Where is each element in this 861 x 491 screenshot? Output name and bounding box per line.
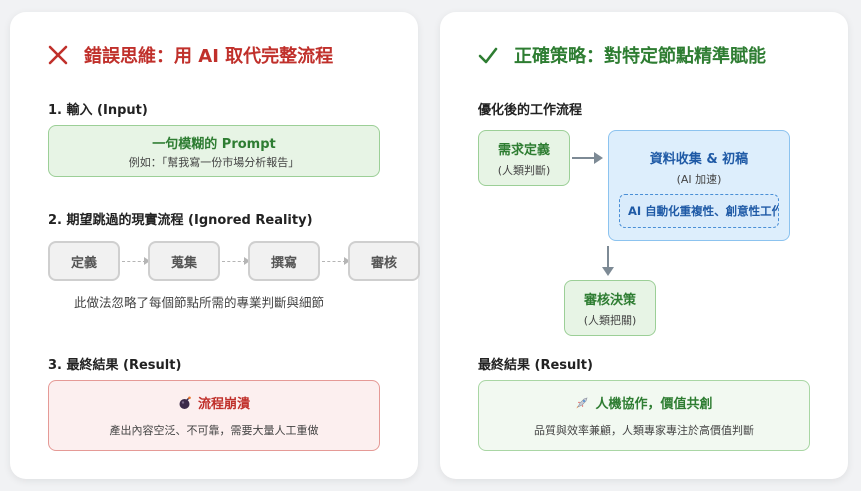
input-box: 一句模糊的 Prompt 例如：「幫我寫一份市場分析報告」	[48, 125, 380, 177]
node-requirement-subtitle: (人類判斷)	[497, 163, 551, 177]
step-write-label: 撰寫	[270, 255, 297, 271]
ai-automation-box: AI 自動化重複性、創意性工作	[619, 194, 779, 228]
correct-strategy-card: 正確策略：對特定節點精準賦能 優化後的工作流程 需求定義 (人類判斷) 資料收集…	[440, 12, 848, 479]
result-collab-subtitle: 品質與效率兼顧，人類專家專注於高價值判斷	[534, 424, 754, 437]
wrong-thinking-title: 錯誤思維：用 AI 取代完整流程	[84, 46, 334, 67]
node-review-title: 審核決策	[583, 292, 636, 308]
node-data-title: 資料收集 & 初稿	[649, 152, 749, 167]
bomb-icon	[179, 396, 191, 409]
node-review-subtitle: (人類把關)	[583, 313, 637, 327]
arrowhead	[344, 257, 350, 265]
result-section-label-right: 最終結果 (Result)	[478, 358, 593, 373]
check-icon	[478, 47, 498, 64]
node-requirement-title: 需求定義	[497, 142, 550, 158]
wrong-thinking-title-row: 錯誤思維：用 AI 取代完整流程	[48, 42, 333, 68]
input-subtitle: 例如：「幫我寫一份市場分析報告」	[128, 155, 300, 169]
step-collect: 蒐集	[148, 241, 220, 281]
result-section-label: 3. 最終結果 (Result)	[48, 358, 182, 373]
ai-automation-text: AI 自動化重複性、創意性工作	[628, 204, 779, 218]
result-collab-box: 人機協作，價值共創 品質與效率兼顧，人類專家專注於高價值判斷	[478, 380, 810, 451]
input-section-label: 1. 輸入 (Input)	[48, 103, 148, 118]
node-data-collection: 資料收集 & 初稿 (AI 加速) AI 自動化重複性、創意性工作	[608, 130, 790, 241]
step-review: 審核	[348, 241, 420, 281]
ignored-note: 此做法忽略了每個節點所需的專業判斷與細節	[74, 295, 325, 310]
step-review-label: 審核	[370, 255, 397, 271]
correct-strategy-title: 正確策略：對特定節點精準賦能	[514, 46, 766, 67]
arrowhead	[244, 257, 250, 265]
rocket-icon	[576, 397, 588, 408]
node-requirement: 需求定義 (人類判斷)	[478, 130, 570, 186]
result-collab-title: 人機協作，價值共創	[595, 397, 713, 412]
optimized-flow-label: 優化後的工作流程	[478, 103, 583, 118]
step-write: 撰寫	[248, 241, 320, 281]
cross-icon	[48, 45, 68, 65]
arrowhead	[594, 152, 603, 164]
arrow-line	[572, 157, 596, 159]
result-collapse-box: 流程崩潰 產出內容空泛、不可靠，需要大量人工重做	[48, 380, 380, 451]
ignored-reality-label: 2. 期望跳過的現實流程 (Ignored Reality)	[48, 213, 313, 228]
node-data-subtitle: (AI 加速)	[676, 173, 722, 186]
arrowhead	[144, 257, 150, 265]
node-review: 審核決策 (人類把關)	[564, 280, 656, 336]
step-collect-label: 蒐集	[170, 255, 197, 271]
wrong-thinking-card: 錯誤思維：用 AI 取代完整流程 1. 輸入 (Input) 一句模糊的 Pro…	[10, 12, 420, 479]
dashed-connector	[322, 261, 346, 262]
step-define-label: 定義	[70, 255, 97, 271]
input-title: 一句模糊的 Prompt	[152, 136, 276, 152]
result-collapse-subtitle: 產出內容空泛、不可靠，需要大量人工重做	[109, 424, 319, 437]
arrow-line	[607, 246, 609, 270]
dashed-connector	[222, 261, 246, 262]
correct-strategy-title-row: 正確策略：對特定節點精準賦能	[478, 42, 766, 68]
dashed-connector	[122, 261, 146, 262]
step-define: 定義	[48, 241, 120, 281]
arrowhead	[602, 267, 614, 276]
result-collapse-title: 流程崩潰	[197, 397, 250, 412]
